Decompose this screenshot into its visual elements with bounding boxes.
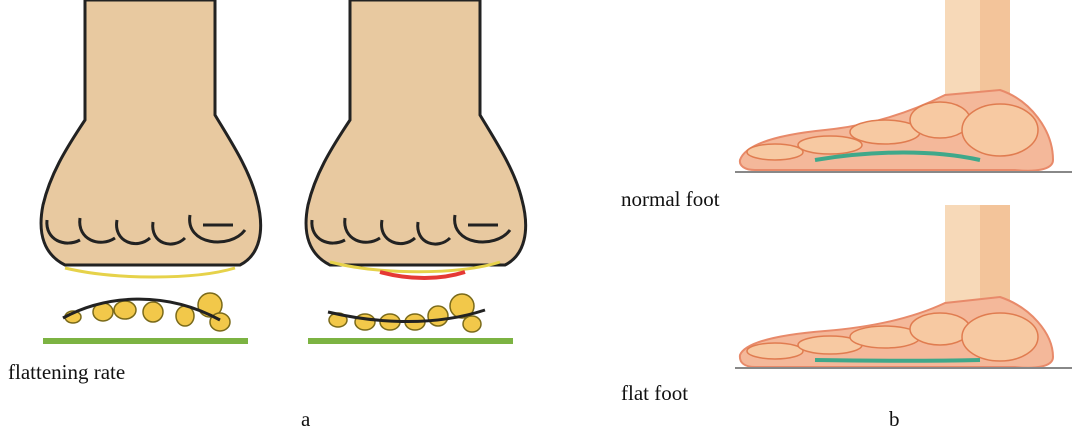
panel-b-letter: b <box>889 407 900 432</box>
normal-foot-label: normal foot <box>621 187 720 212</box>
flattening-rate-label: flattening rate <box>8 360 125 385</box>
flat-foot-label: flat foot <box>621 381 688 406</box>
panel-a: flattening rate a <box>0 0 560 437</box>
panel-a-letter: a <box>301 407 310 432</box>
foot-front-normal <box>25 0 285 350</box>
foot-front-flattened <box>290 0 550 350</box>
panel-b: normal foot flat foot b <box>560 0 1072 437</box>
foot-side-flat <box>735 205 1072 370</box>
foot-side-normal <box>735 0 1072 175</box>
